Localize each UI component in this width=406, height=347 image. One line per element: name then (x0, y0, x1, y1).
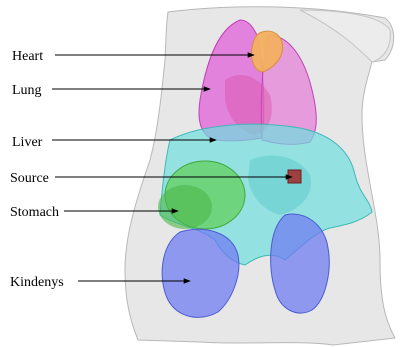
label-lung-text: Lung (12, 83, 42, 98)
right-kidney (271, 214, 330, 313)
label-stomach-text: Stomach (10, 205, 59, 220)
label-source-text: Source (10, 171, 49, 186)
label-heart-text: Heart (12, 49, 43, 64)
label-liver-text: Liver (12, 135, 43, 150)
label-kidneys-text: Kindenys (10, 275, 64, 290)
stomach-lower (158, 185, 212, 229)
